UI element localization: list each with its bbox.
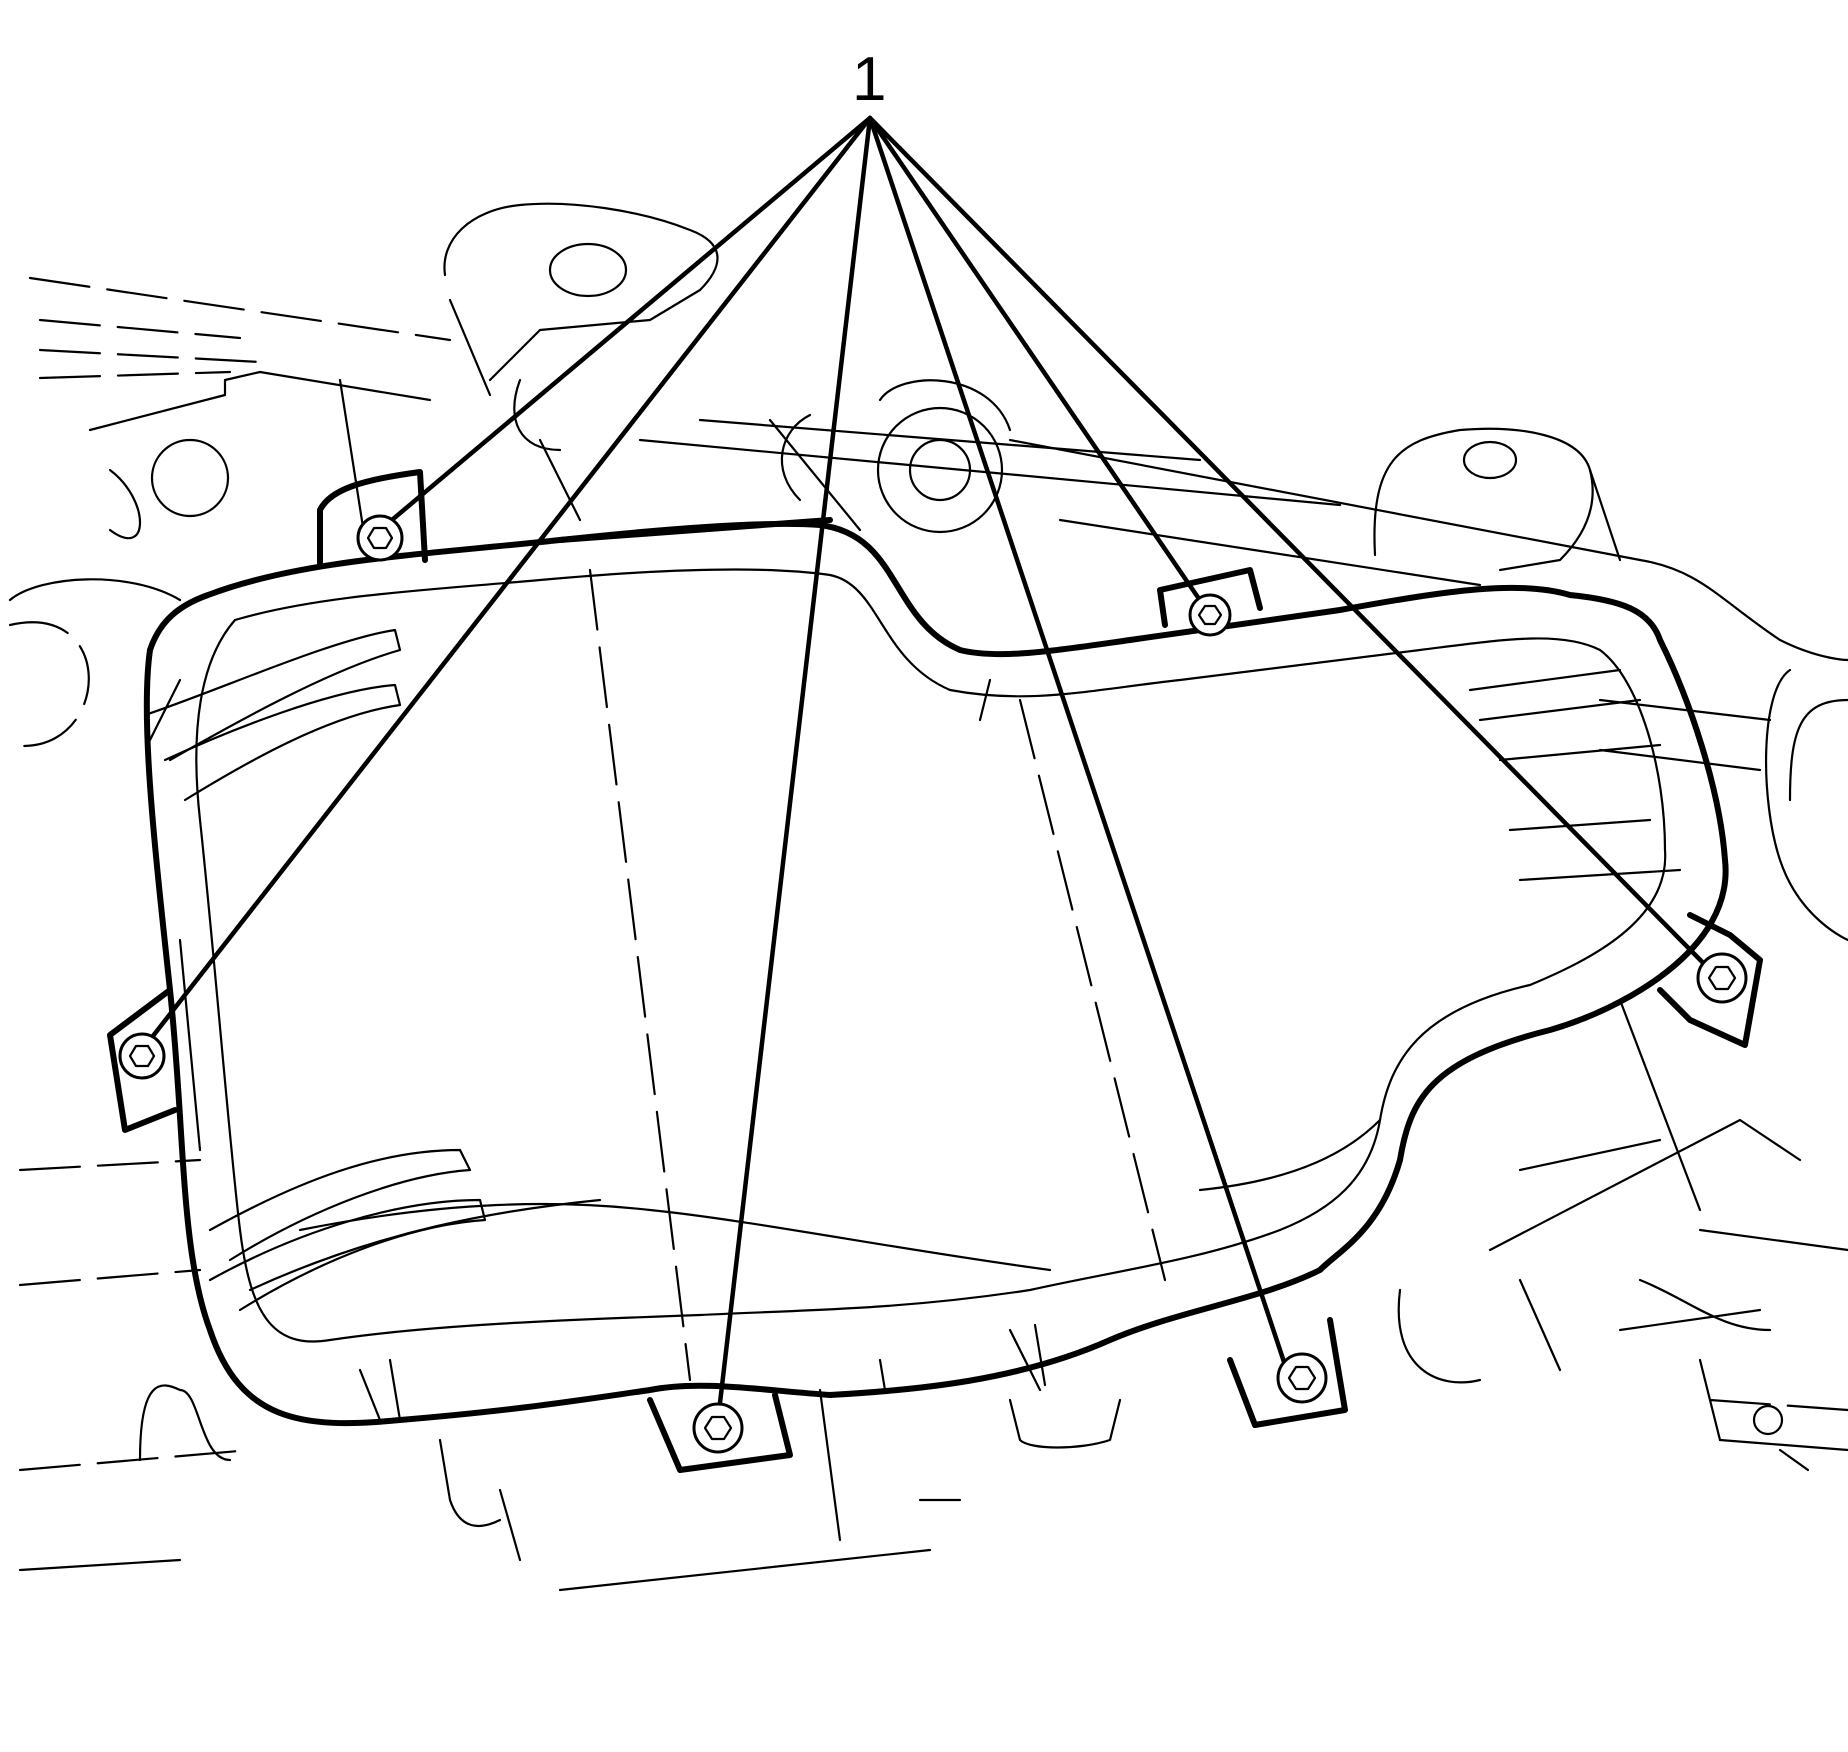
intake-cover: [143, 517, 1729, 1427]
leader-line: [377, 115, 873, 533]
bolt-icon: [356, 514, 404, 562]
bolt-icon: [692, 1402, 744, 1454]
bolt-icon: [1276, 1352, 1328, 1404]
leader-line: [715, 115, 873, 1423]
leader-line: [867, 115, 1723, 983]
bolt-icon: [1188, 593, 1232, 637]
callout-leaders: [139, 115, 1723, 1423]
bolt-tabs: [107, 469, 1763, 1473]
engine-background: [8, 202, 1848, 1592]
bolt-icon: [118, 1032, 166, 1080]
leader-line: [867, 115, 1211, 615]
leader-line: [139, 115, 873, 1053]
bolt-icon: [1696, 952, 1748, 1004]
callout-number: 1: [852, 45, 886, 114]
cover-outline: [143, 520, 1729, 1427]
bolts: [118, 514, 1748, 1454]
leader-line: [867, 115, 1293, 1383]
